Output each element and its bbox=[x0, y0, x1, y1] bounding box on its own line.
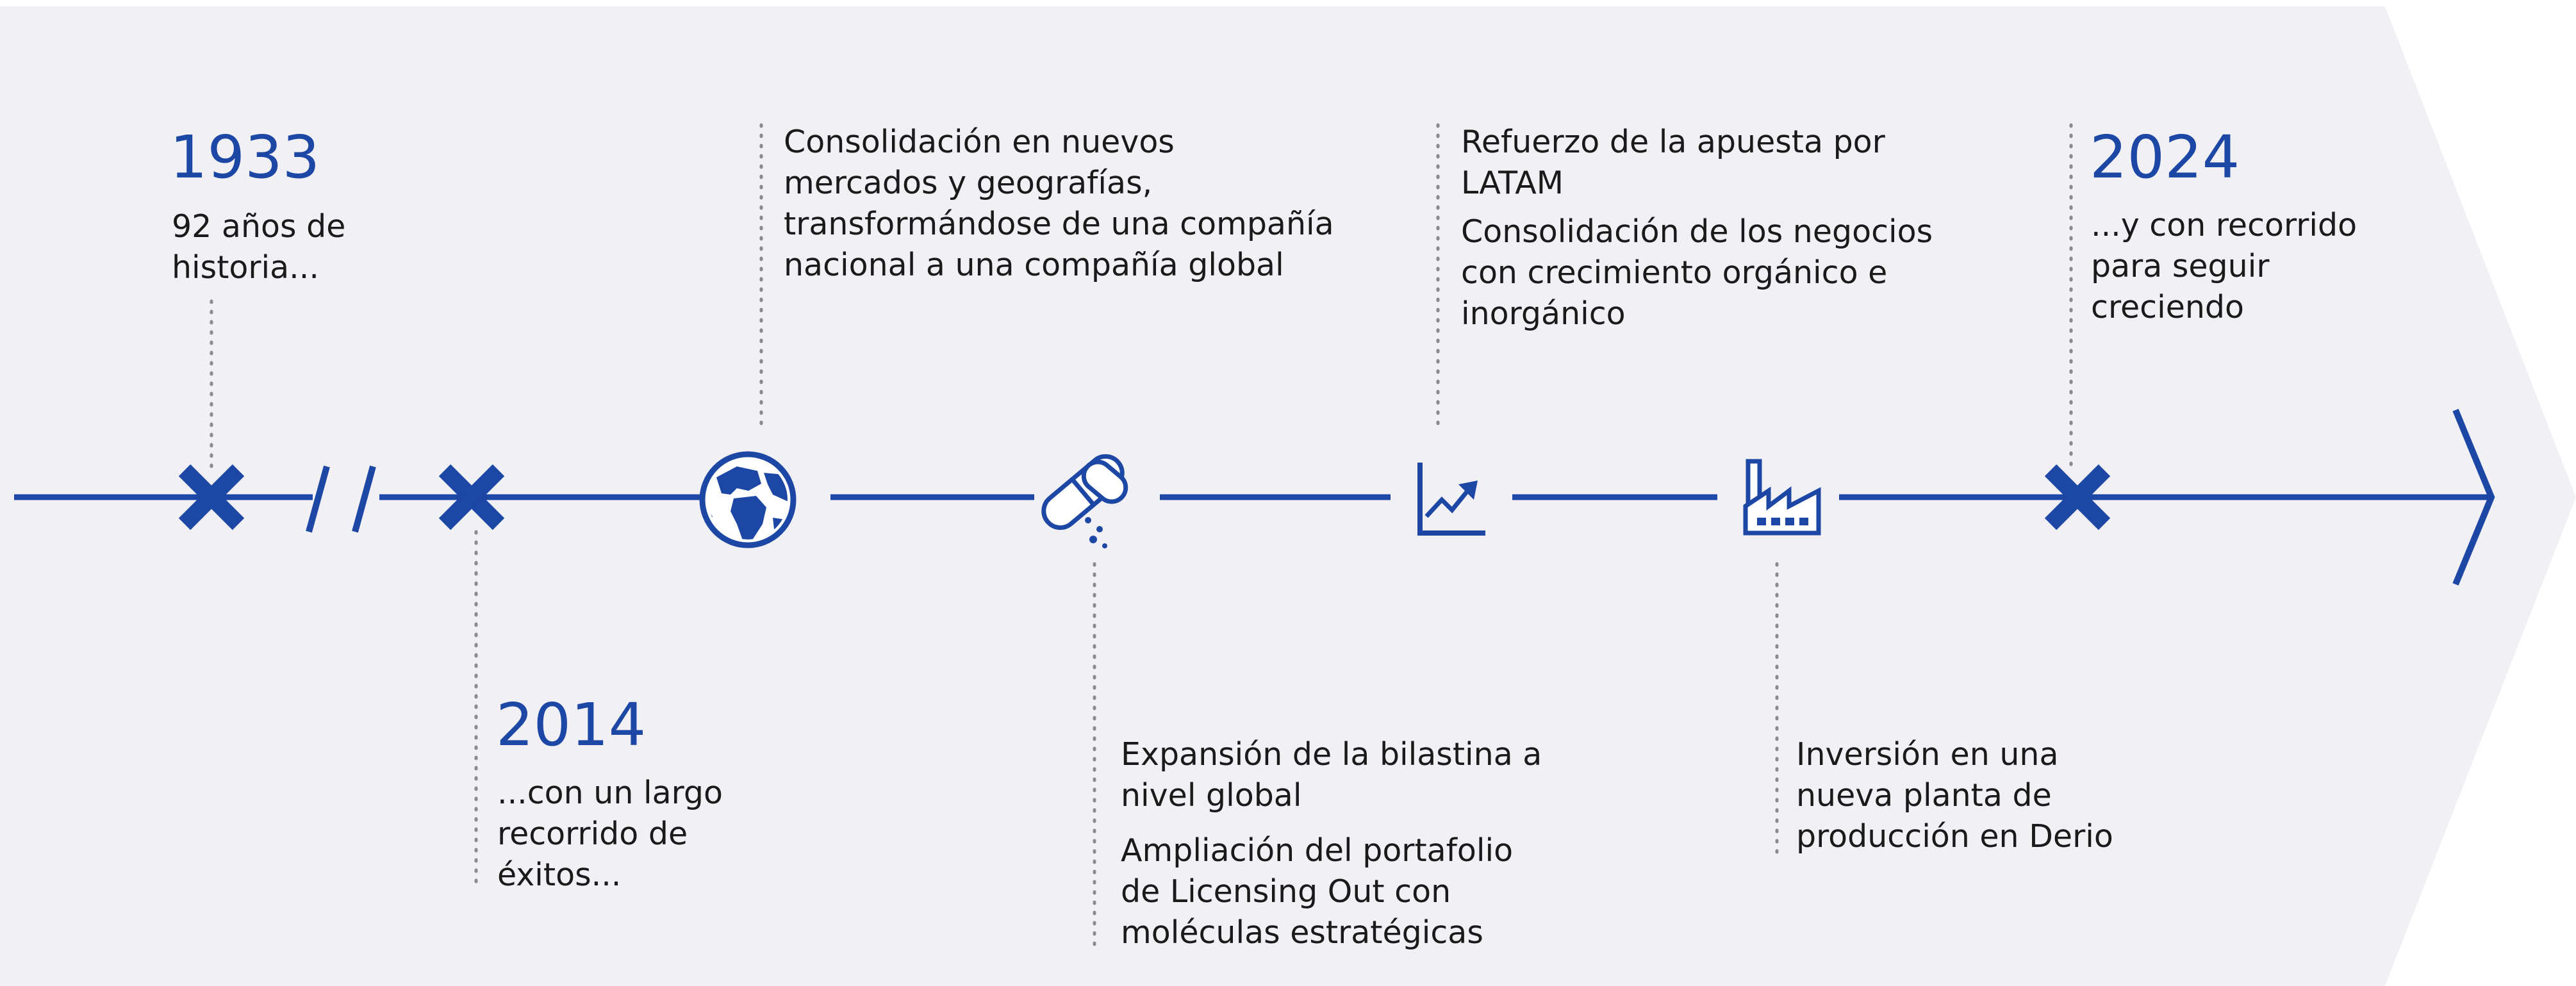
milestone-global-text-line: Consolidación en nuevos bbox=[784, 124, 1175, 160]
milestone-global-text-line: transformándose de una compañía bbox=[784, 206, 1334, 242]
timeline-break-mark bbox=[306, 465, 376, 533]
x-marker-2024 bbox=[2044, 464, 2111, 530]
milestone-licensing-text-line: de Licensing Out con bbox=[1121, 873, 1451, 910]
milestone-negocios-text-line: Consolidación de los negocios bbox=[1461, 213, 1933, 250]
milestone-latam-text-line: Refuerzo de la apuesta por bbox=[1461, 124, 1885, 160]
milestone-2024-text-line: ...y con recorrido bbox=[2091, 207, 2357, 243]
globe-icon bbox=[699, 451, 797, 548]
year-1933: 1933 bbox=[170, 123, 320, 192]
year-2024: 2024 bbox=[2090, 123, 2240, 192]
milestone-planta-text-line: Inversión en una bbox=[1796, 736, 2059, 773]
milestone-2024-text-line: para seguir bbox=[2091, 248, 2270, 284]
milestone-planta-text-line: nueva planta de bbox=[1796, 777, 2052, 814]
dotted-leaders bbox=[210, 123, 2073, 947]
milestone-bilastina-text-line: Expansión de la bilastina a bbox=[1121, 736, 1542, 773]
growth-chart-icon bbox=[1417, 463, 1485, 536]
x-marker-2014 bbox=[438, 464, 505, 530]
milestone-2024-text-line: creciendo bbox=[2091, 289, 2244, 325]
milestone-latam-text-line: LATAM bbox=[1461, 165, 1564, 201]
x-marker-1933 bbox=[178, 464, 245, 530]
milestone-planta-text-line: producción en Derio bbox=[1796, 818, 2113, 855]
milestone-licensing-text-line: Ampliación del portafolio bbox=[1121, 832, 1514, 869]
pills-icon bbox=[1041, 454, 1128, 548]
milestone-1933-text-line: 92 años de bbox=[172, 208, 346, 245]
milestone-global-text-line: mercados y geografías, bbox=[784, 165, 1153, 201]
milestone-licensing-text-line: moléculas estratégicas bbox=[1121, 914, 1483, 951]
milestone-2014-text-line: éxitos... bbox=[497, 857, 622, 893]
milestone-global-text-line: nacional a una compañía global bbox=[784, 247, 1284, 283]
milestone-negocios-text-line: inorgánico bbox=[1461, 295, 1626, 332]
year-2014: 2014 bbox=[496, 691, 647, 759]
milestone-1933-text-line: historia... bbox=[172, 249, 319, 286]
milestone-2014-text-line: ...con un largo bbox=[497, 775, 723, 811]
milestone-bilastina-text-line: nivel global bbox=[1121, 777, 1302, 814]
factory-icon bbox=[1743, 459, 1821, 536]
milestone-2014-text-line: recorrido de bbox=[497, 816, 688, 852]
milestone-negocios-text-line: con crecimiento orgánico e bbox=[1461, 254, 1888, 291]
timeline-arrowhead bbox=[2452, 409, 2495, 586]
